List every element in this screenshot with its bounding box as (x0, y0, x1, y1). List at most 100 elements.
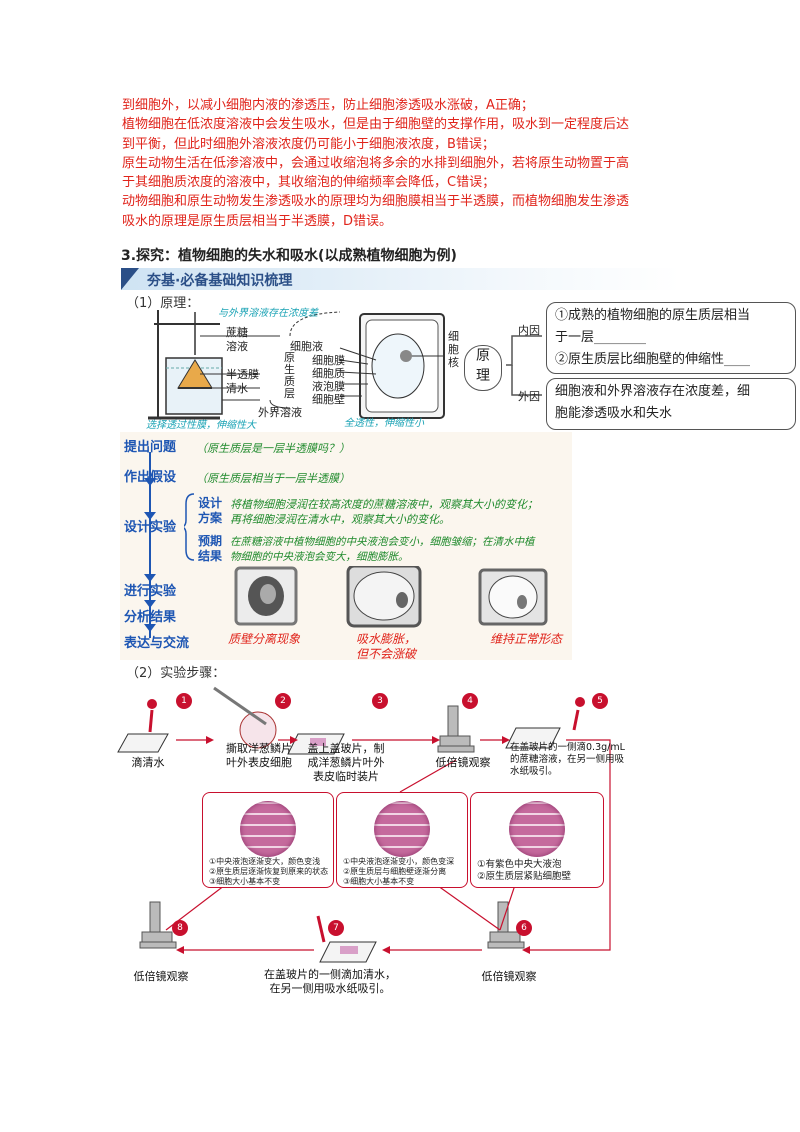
caption-swell-2: 但不会涨破 (356, 647, 417, 661)
step3-line: 成洋葱鳞片叶外 (307, 756, 385, 769)
predict-text-1: 在蔗糖溶液中植物细胞的中央液泡会变小，细胞皱缩；在清水中植 (230, 536, 535, 548)
label-outer-solution: 外界溶液 (258, 406, 302, 419)
step5-line: 的蔗糖溶液，在另一侧用吸 (510, 754, 625, 765)
predict-text-2: 物细胞的中央液泡会变大，细胞膨胀。 (230, 551, 409, 563)
step5-caption: 在盖玻片的一侧滴0.3g/mL 的蔗糖溶液，在另一侧用吸 水纸吸引。 (510, 742, 634, 778)
label-protoplast: 原生质层 (284, 351, 295, 400)
osmosis-diagram (148, 310, 445, 420)
swollen-cell-image (346, 566, 422, 628)
principle-center-text: 原理 (476, 348, 490, 384)
process-arrow-line (144, 452, 156, 638)
design-label-2: 方案 (198, 511, 223, 525)
intro-line: 吸水的原理是原生质层相当于半透膜，D错误。 (122, 213, 393, 229)
step-conduct: 进行实验 (124, 584, 177, 599)
cell-state-images (234, 566, 548, 628)
step3-line: 盖上盖玻片，制 (307, 742, 385, 755)
principle-bottom-note-left: 选择透过性膜，伸缩性大 (146, 420, 256, 431)
step7-line: 在另一侧用吸水纸吸引。 (269, 982, 391, 995)
intro-line: 到平衡，但此时细胞外溶液浓度仍可能小于细胞液浓度，B错误； (122, 136, 495, 152)
intro-line: 动物细胞和原生动物发生渗透吸水的原理均为细胞膜相当于半透膜，而植物细胞发生渗透 (122, 194, 630, 210)
design-label-1: 设计 (198, 496, 223, 510)
intro-line: 到细胞外，以减小细胞内液的渗透压，防止细胞渗透吸水涨破，A正确； (122, 98, 534, 113)
banner-marker (121, 268, 139, 290)
outer-cause-label: 外因 (518, 390, 540, 403)
label-sucrose: 蔗糖 (226, 326, 248, 339)
predict-label-1: 预期 (198, 534, 223, 548)
step1-caption: 滴清水 (131, 756, 165, 769)
cell-micrograph (374, 801, 430, 857)
principle-top-note: 与外界溶液存在浓度差 (218, 308, 318, 319)
label-semipermeable: 半透膜 (226, 368, 259, 381)
intro-line: 原生动物生活在低渗溶液中，会通过收缩泡将多余的水排到细胞外，若将原生动物置于高 (122, 155, 630, 171)
step-communicate: 表达与交流 (124, 636, 190, 651)
step-analyze: 分析结果 (124, 610, 177, 625)
step-design: 设计实验 (124, 520, 177, 535)
label-cell-sap: 细胞液 (290, 340, 323, 353)
question-text: （原生质层是一层半透膜吗？） (196, 442, 350, 455)
step2-caption: 撕取洋葱鳞片 叶外表皮细胞 (214, 742, 304, 770)
principle-heading: （1）原理： (126, 296, 200, 311)
inner-line: ②原生质层比细胞壁的伸缩性____ (555, 352, 751, 367)
label-cell-wall: 细胞壁 (312, 393, 345, 406)
panel-line: ①中央液泡逐渐变大，颜色变浅 (209, 857, 321, 866)
predict-label-2: 结果 (198, 549, 223, 563)
step3-line: 表皮临时装片 (313, 770, 379, 783)
step-number-3: 3 (372, 693, 388, 709)
step-hypothesis: 作出假设 (124, 470, 177, 485)
label-water: 清水 (226, 382, 248, 395)
intro-line: 植物细胞在低浓度溶液中会发生吸水，但是由于细胞壁的支撑作用，吸水到一定程度后达 (122, 117, 630, 133)
step-question: 提出问题 (124, 440, 177, 455)
outer-cause-box: 细胞液和外界溶液存在浓度差，细 胞能渗透吸水和失水 (546, 378, 796, 430)
panel-line: ③细胞大小基本不变 (343, 877, 415, 886)
panel-line: ②原生质层逐渐恢复到原来的状态 (209, 867, 329, 876)
hypothesis-text: （原生质层相当于一层半透膜） (196, 472, 350, 485)
panel-line: ①有紫色中央大液泡 (477, 859, 562, 870)
step-number-8: 8 (172, 920, 188, 936)
banner-title: 夯基·必备基础知识梳理 (147, 273, 293, 289)
panel-line: ①中央液泡逐渐变小，颜色变深 (343, 857, 455, 866)
outer-line: 胞能渗透吸水和失水 (555, 406, 673, 421)
section-title: 3.探究：植物细胞的失水和吸水(以成熟植物细胞为例) (121, 248, 457, 264)
step3-caption: 盖上盖玻片，制 成洋葱鳞片叶外 表皮临时装片 (296, 742, 396, 784)
principle-bottom-note-right: 全透性，伸缩性小 (344, 418, 424, 429)
step2-line: 叶外表皮细胞 (226, 756, 292, 769)
step4-caption: 低倍镜观察 (435, 756, 491, 769)
procedure-heading: （2）实验步骤： (126, 666, 226, 681)
label-nucleus: 细胞核 (448, 330, 459, 369)
label-cytoplasm: 细胞质 (312, 367, 345, 380)
observation-panel-normal: ①有紫色中央大液泡 ②原生质层紧贴细胞壁 (470, 792, 604, 888)
caption-plasmolysis: 质壁分离现象 (228, 632, 301, 646)
panel-line: ②原生质层紧贴细胞壁 (477, 871, 572, 882)
step-number-2: 2 (275, 693, 291, 709)
intro-line: 于其细胞质浓度的溶液中，其收缩泡的伸缩频率会降低，C错误； (122, 175, 496, 191)
knowledge-banner: 夯基·必备基础知识梳理 (121, 268, 680, 290)
inner-cause-box: ①成熟的植物细胞的原生质层相当 于一层________ ②原生质层比细胞壁的伸缩… (546, 302, 796, 374)
panel-line: ②原生质层与细胞壁逐渐分离 (343, 867, 447, 876)
step6-caption: 低倍镜观察 (481, 970, 537, 983)
procedure-flow (117, 686, 611, 963)
cell-micrograph (240, 801, 296, 857)
step5-line: 在盖玻片的一侧滴0.3g/mL (510, 742, 625, 753)
principle-connectors (506, 335, 542, 396)
design-text-2: 再将细胞浸润在清水中，观察其大小的变化。 (230, 513, 450, 526)
step8-caption: 低倍镜观察 (133, 970, 189, 983)
step-number-5: 5 (592, 693, 608, 709)
panel-line: ③细胞大小基本不变 (209, 877, 281, 886)
step-number-6: 6 (516, 920, 532, 936)
step5-line: 水纸吸引。 (510, 766, 558, 777)
step2-line: 撕取洋葱鳞片 (226, 742, 292, 755)
step7-caption: 在盖玻片的一侧滴加清水， 在另一侧用吸水纸吸引。 (250, 968, 410, 996)
normal-cell-image (478, 568, 548, 626)
step-number-1: 1 (176, 693, 192, 709)
step-number-7: 7 (328, 920, 344, 936)
design-brace (184, 493, 195, 561)
label-vacuole-membrane: 液泡膜 (312, 380, 345, 393)
label-solution: 溶液 (226, 340, 248, 353)
observation-panel-deplasmolysis: ①中央液泡逐渐变大，颜色变浅 ②原生质层逐渐恢复到原来的状态 ③细胞大小基本不变 (202, 792, 334, 888)
intro-answer-text: 到细胞外，以减小细胞内液的渗透压，防止细胞渗透吸水涨破，A正确； 植物细胞在低浓… (122, 96, 682, 231)
inner-line: 于一层________ (555, 330, 647, 345)
caption-normal: 维持正常形态 (490, 632, 563, 646)
label-membrane: 细胞膜 (312, 354, 345, 367)
principle-center: 原理 (464, 345, 502, 391)
observation-panel-plasmolysis: ①中央液泡逐渐变小，颜色变深 ②原生质层与细胞壁逐渐分离 ③细胞大小基本不变 (336, 792, 468, 888)
